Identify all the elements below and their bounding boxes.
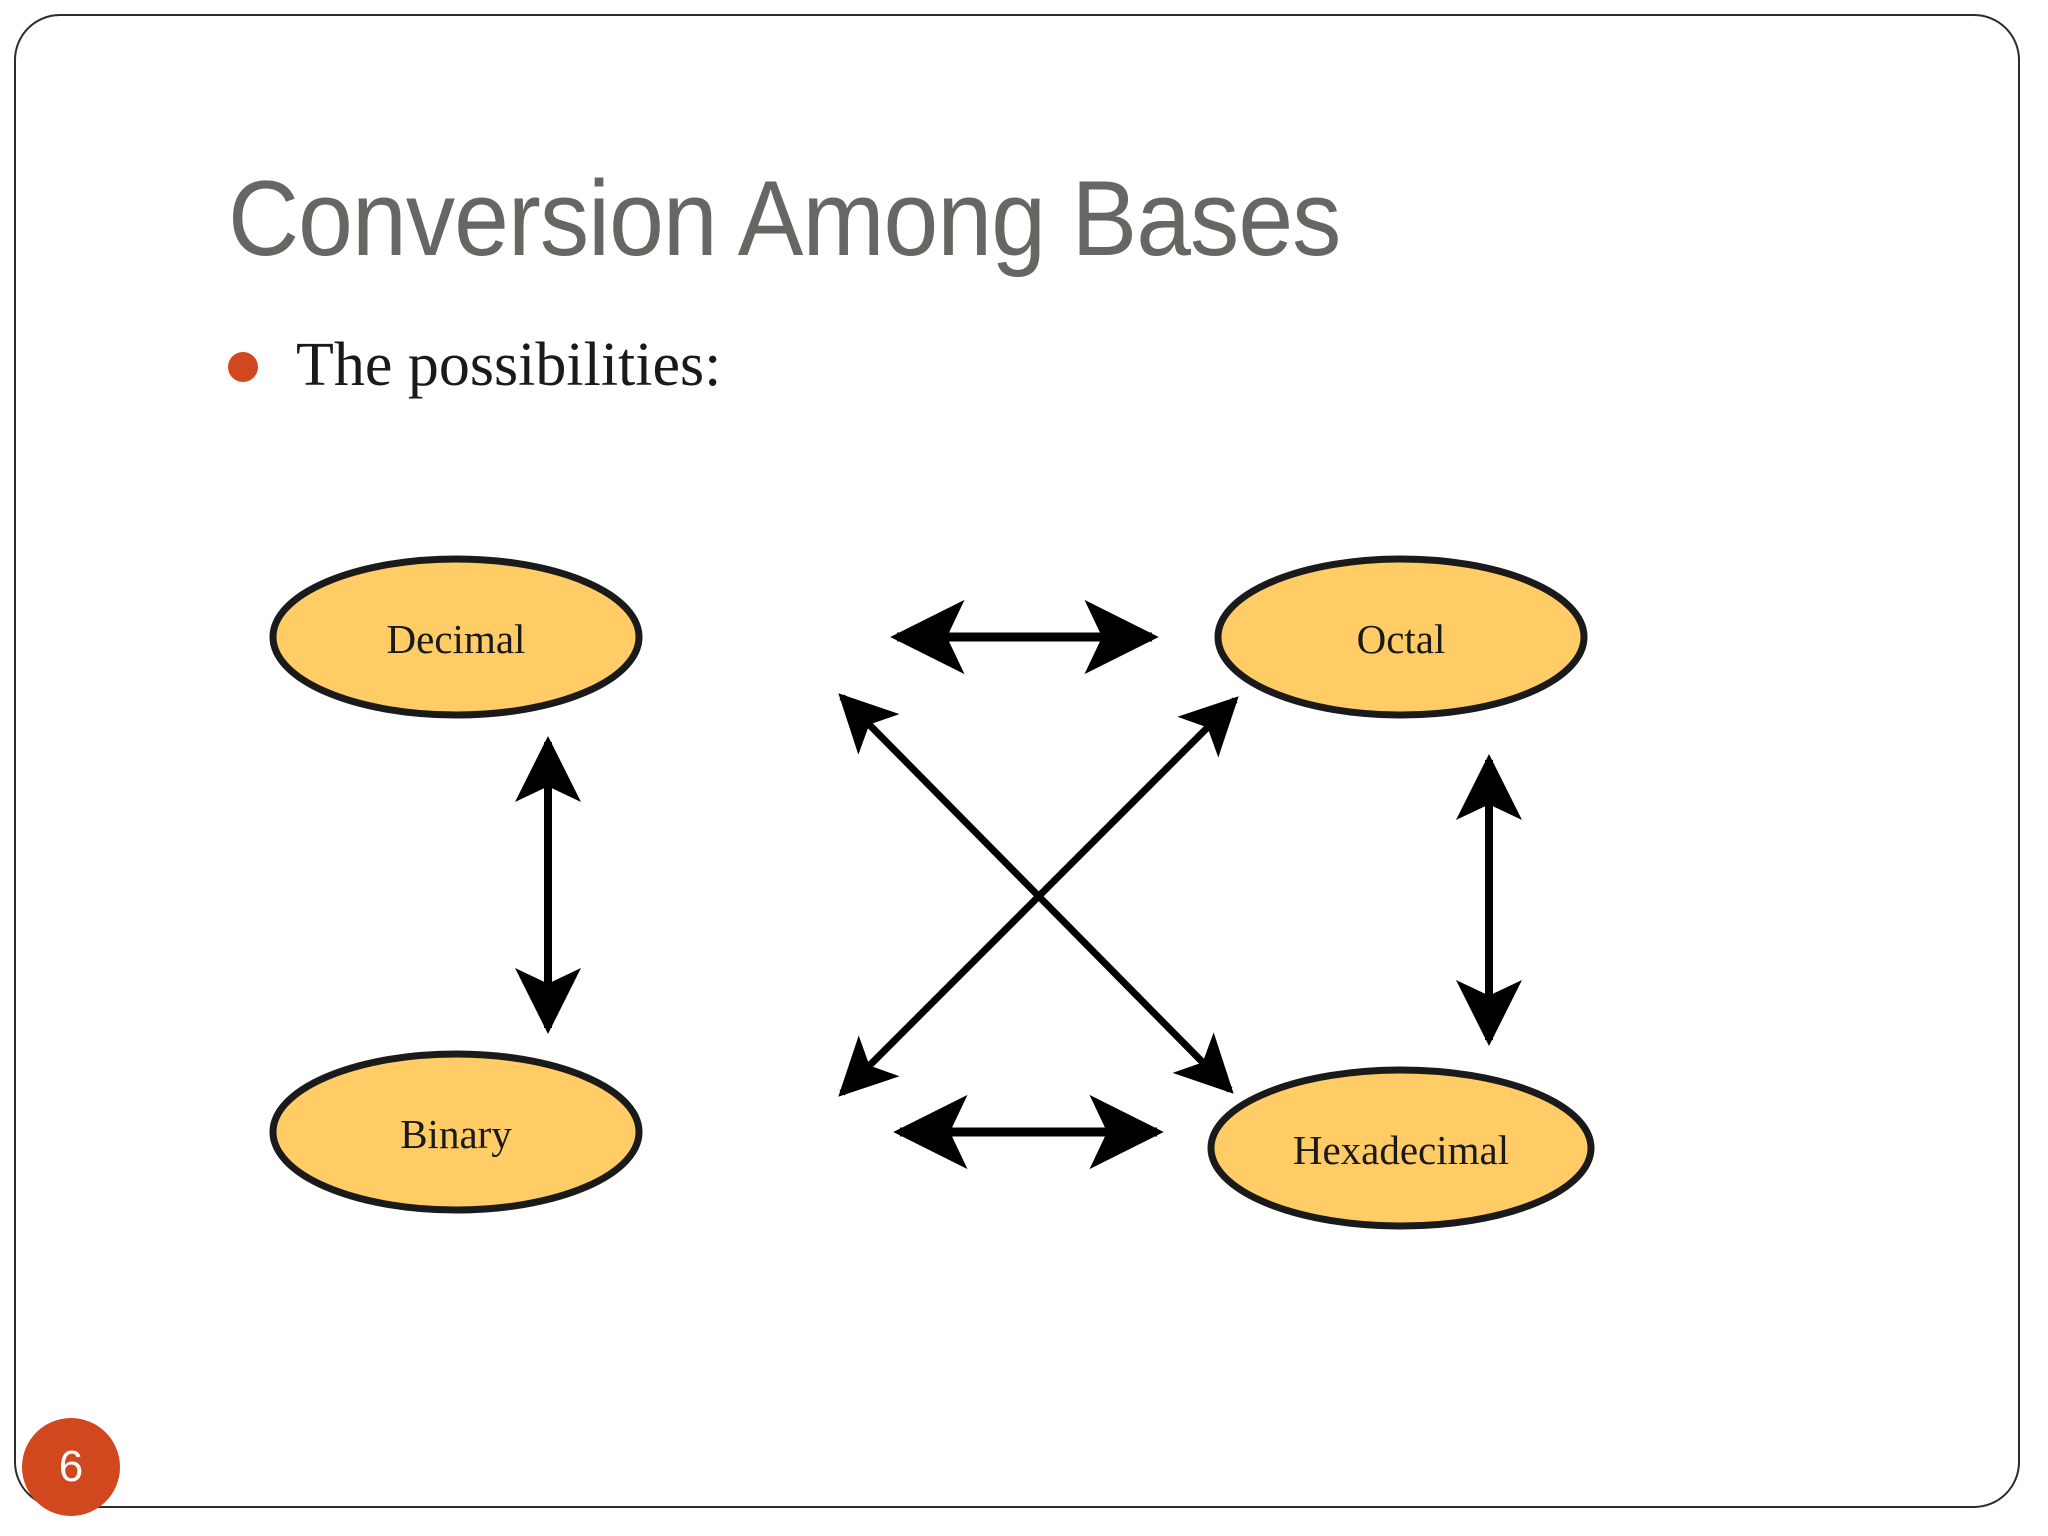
page-number-label: 6 (58, 1442, 84, 1491)
edge-binary-octal (838, 696, 1239, 1097)
diagram-edges (515, 599, 1522, 1170)
bullet-item-label: The possibilities: (296, 331, 722, 399)
node-octal: Octal (1214, 555, 1588, 719)
node-hexadecimal-label: Hexadecimal (1293, 1127, 1509, 1173)
node-decimal: Decimal (269, 555, 643, 719)
node-binary-label: Binary (400, 1111, 512, 1157)
node-hexadecimal-shape[interactable] (1207, 1066, 1595, 1230)
node-octal-label: Octal (1357, 616, 1446, 662)
node-decimal-label: Decimal (387, 616, 526, 662)
node-binary: Binary (269, 1050, 643, 1214)
page-title: Conversion Among Bases (228, 158, 1341, 278)
bullet-list-item: The possibilities: (228, 330, 721, 401)
node-decimal-shape[interactable] (269, 555, 643, 719)
bullet-dot-icon (228, 352, 258, 382)
node-hexadecimal: Hexadecimal (1207, 1066, 1595, 1230)
node-octal-shape[interactable] (1214, 555, 1588, 719)
page-number-badge: 6 (22, 1418, 120, 1516)
node-binary-shape[interactable] (269, 1050, 643, 1214)
